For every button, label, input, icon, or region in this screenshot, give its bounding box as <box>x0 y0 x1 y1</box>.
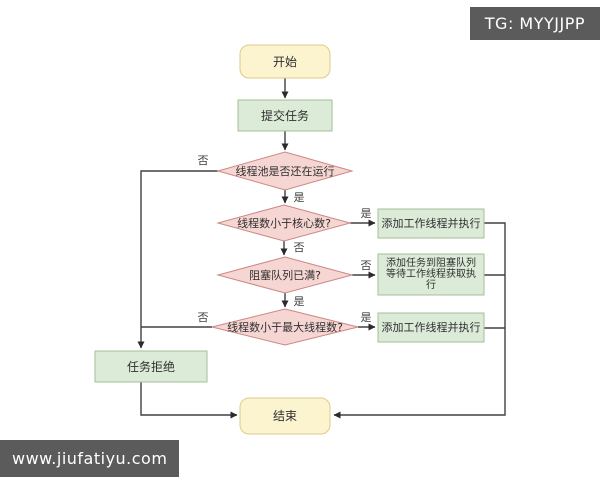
enqueue-label-line1: 添加任务到阻塞队列 <box>386 256 476 269</box>
enqueue-shape <box>377 253 485 296</box>
submit-label: 提交任务 <box>261 108 309 123</box>
node-decision-queue-full: 阻塞队列已满? <box>216 256 354 294</box>
edge-addworker-top-to-end <box>333 222 506 419</box>
submit-shape <box>237 99 333 132</box>
edge-running-no-to-reject <box>137 170 218 349</box>
add-worker-top-shape <box>377 208 485 239</box>
enqueue-label-line2: 等待工作线程获取执 <box>386 267 476 280</box>
reject-label: 任务拒绝 <box>127 359 175 374</box>
lt-core-shape <box>216 204 352 242</box>
enqueue-label-line3: 行 <box>426 278 436 291</box>
edge-label-yes-max: 是 <box>361 311 372 324</box>
edge-label-no-max: 否 <box>198 311 209 324</box>
edge-label-yes-core: 是 <box>361 207 372 220</box>
node-decision-lt-max: 线程数小于最大线程数? <box>211 308 359 346</box>
node-decision-pool-running: 线程池是否还在运行 <box>216 151 354 191</box>
edge-label-yes-running: 是 <box>294 191 305 204</box>
lt-max-shape <box>211 308 359 346</box>
node-submit-task: 提交任务 <box>237 99 333 132</box>
lt-core-label: 线程数小于核心数? <box>237 216 331 230</box>
add-worker-top-label: 添加工作线程并执行 <box>382 216 481 230</box>
node-add-worker-bottom: 添加工作线程并执行 <box>377 312 485 343</box>
watermark-website: www.jiufatiyu.com <box>0 440 180 477</box>
watermark-telegram: TG: MYYJJPP <box>469 7 600 40</box>
node-decision-lt-core: 线程数小于核心数? <box>216 204 352 242</box>
node-task-rejected: 任务拒绝 <box>94 350 208 383</box>
edge-label-no-queue: 否 <box>361 259 372 272</box>
pool-running-shape <box>216 151 354 191</box>
pool-running-label: 线程池是否还在运行 <box>236 164 335 178</box>
start-shape <box>239 44 331 79</box>
node-enqueue-task: 添加任务到阻塞队列 等待工作线程获取执 行 <box>377 253 485 296</box>
node-add-worker-top: 添加工作线程并执行 <box>377 208 485 239</box>
lt-max-label: 线程数小于最大线程数? <box>227 320 343 334</box>
end-label: 结束 <box>273 409 297 423</box>
edge-reject-to-end <box>140 382 238 419</box>
add-worker-bottom-label: 添加工作线程并执行 <box>382 320 481 334</box>
end-shape <box>239 397 331 435</box>
queue-full-label: 阻塞队列已满? <box>249 268 321 282</box>
reject-shape <box>94 350 208 383</box>
queue-full-shape <box>216 256 354 294</box>
edge-label-yes-queue: 是 <box>294 295 305 308</box>
node-start: 开始 <box>239 44 331 79</box>
node-end: 结束 <box>239 397 331 435</box>
edge-label-no-running: 否 <box>198 154 209 167</box>
add-worker-bottom-shape <box>377 312 485 343</box>
start-label: 开始 <box>273 55 297 69</box>
edge-label-no-core: 否 <box>294 241 305 254</box>
